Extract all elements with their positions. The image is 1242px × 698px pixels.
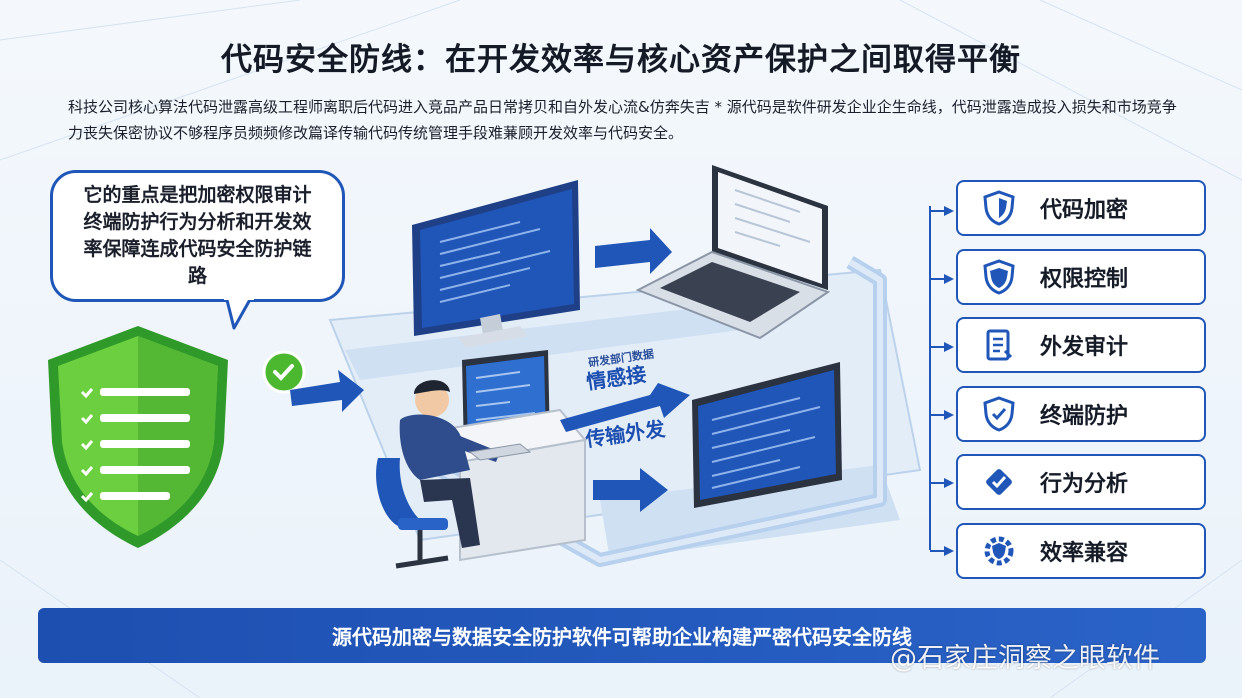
shield-outline-icon [958,395,1040,432]
shield-check-icon [958,258,1040,295]
receiving-monitor [692,362,842,508]
arrow-right-icon-2 [290,370,364,412]
bubble-tail [224,296,254,330]
behavior-icon [958,465,1040,499]
document-audit-icon [958,327,1040,363]
feature-code-encryption[interactable]: 代码加密 [956,180,1206,236]
office-chair [376,458,449,569]
arrow-right-icon-3 [593,468,668,512]
feature-label: 外发审计 [1040,335,1129,360]
footer-banner: 源代码加密与数据安全防护软件可帮助企业构建严密代码安全防线 [38,608,1206,663]
desktop-monitor [412,180,580,348]
shield-checklist-icon [48,326,228,548]
page-title: 代码安全防线：在开发效率与核心资产保护之间取得平衡 [221,42,1021,78]
watermark: @石家庄洞察之眼软件 [890,643,1160,674]
intro-paragraph: 科技公司核心算法代码泄露高级工程师离职后代码进入竞品产品日常拷贝和自外发心流&仿… [68,98,1177,142]
feature-permission-control[interactable]: 权限控制 [956,248,1206,305]
feature-endpoint-protection[interactable]: 终端防护 [956,385,1206,442]
footer-text: 源代码加密与数据安全防护软件可帮助企业构建严密代码安全防线 [332,625,912,649]
check-circle-icon [262,350,306,394]
feature-outbound-audit[interactable]: 外发审计 [956,317,1206,373]
feature-label: 终端防护 [1040,403,1129,429]
bubble-text: 它的重点是把加密权限审计终端防护行为分析和开发效率保障连成代码安全防护链路 [83,184,312,287]
feature-label: 权限控制 [1040,266,1129,292]
upper-platform [345,305,740,380]
arrow-upright-icon [560,383,690,432]
feature-label: 行为分析 [1040,472,1129,497]
speech-bubble: 它的重点是把加密权限审计终端防护行为分析和开发效率保障连成代码安全防护链路 [50,170,345,302]
shield-icon [958,190,1040,226]
gear-shield-icon [958,534,1040,568]
feature-label: 效率兼容 [1040,540,1129,566]
arrow-right-icon [595,228,672,274]
feature-connector [929,206,954,556]
feature-list: 代码加密 权限控制 外发审计 终端防护 行为分析 效率兼容 [956,180,1206,591]
feature-behavior-analysis[interactable]: 行为分析 [956,454,1206,510]
laptop [635,165,831,340]
feature-label: 代码加密 [1040,198,1129,223]
lower-platform [600,465,900,560]
feature-efficiency-compat[interactable]: 效率兼容 [956,522,1206,579]
